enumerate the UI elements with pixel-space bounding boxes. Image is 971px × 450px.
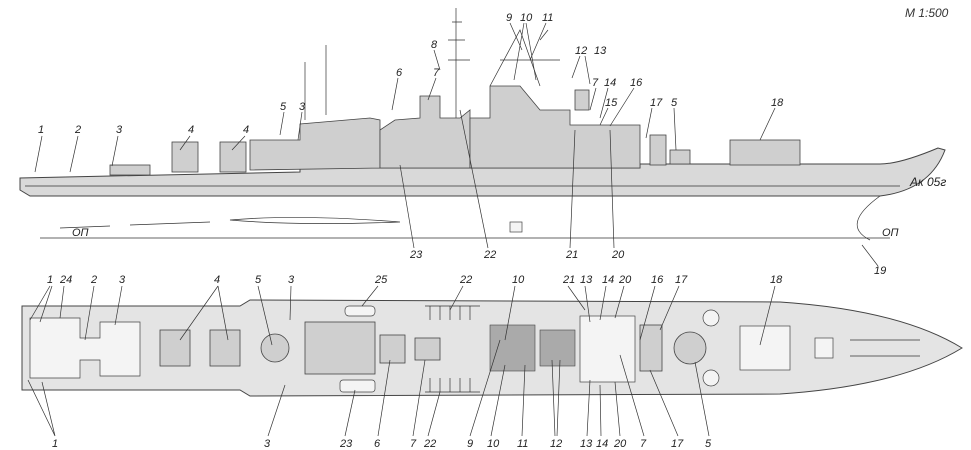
launcher-aft [109,164,151,176]
callout: 9 [467,438,473,450]
baseline-label-fwd: ОП [882,227,899,239]
callout: 20 [611,249,625,261]
mid-superstructure [379,95,471,169]
callout: 2 [90,274,97,286]
signature: Ак 05г [909,175,946,189]
callout: 3 [264,438,271,450]
callout: 7 [433,67,440,79]
callout: 5 [255,274,262,286]
fwd-superstructure [469,85,641,169]
plan-top-labels: 1 24 2 3 4 5 3 25 22 10 21 13 14 20 16 1… [29,274,783,346]
callout: 14 [604,77,616,89]
callout: 13 [580,274,593,286]
gun-4a [159,329,191,367]
anchor-gear [814,337,834,359]
helideck-2 [29,317,141,379]
radar-12-plan [539,329,576,367]
callout: 17 [675,274,688,286]
callout: 3 [288,274,295,286]
callout: 1 [47,274,53,286]
callout: 2 [74,124,81,136]
launcher-18-plan [739,325,791,371]
callout: 24 [59,274,72,286]
callout: 9 [506,12,512,24]
callout: 25 [374,274,388,286]
mast-radar-block [489,324,536,372]
callout: 15 [605,97,618,109]
callout: 11 [517,438,528,450]
sonar-dome [509,221,523,233]
callout: 4 [243,124,249,136]
launcher-17 [649,134,667,166]
callout: 18 [770,274,783,286]
callout: 1 [52,438,58,450]
director-7 [414,337,441,361]
callout: 13 [594,45,607,57]
callout: 1 [38,124,44,136]
gun-5-aft [260,333,290,363]
callout: 17 [671,438,684,450]
aft-superstructure [249,117,381,171]
callout: 4 [188,124,194,136]
launcher-17-plan [639,324,663,372]
radar-12 [574,89,590,111]
callout: 6 [374,438,381,450]
callout: 22 [459,274,472,286]
launcher-18 [729,139,801,166]
callout: 7 [410,438,417,450]
callout: 22 [423,438,436,450]
hull-side [19,147,946,197]
callout: 12 [550,438,562,450]
gun-mount-aft-1 [171,141,199,173]
callout: 21 [565,249,578,261]
callout: 5 [705,438,712,450]
side-view: ОП ОП Ак 05г [19,8,946,241]
callout: 18 [771,97,784,109]
callout: 10 [487,438,500,450]
bridge-deck [579,315,636,383]
boat-25 [344,305,376,317]
callout: 10 [520,12,533,24]
callout: 11 [542,12,553,24]
callout: 20 [613,438,627,450]
callout: 3 [119,274,126,286]
gun-4b [209,329,241,367]
gun-5-fwd-plan [673,331,707,365]
callout: 12 [575,45,587,57]
gun-mount-aft-2 [219,141,247,173]
callout: 7 [592,77,599,89]
callout: 14 [596,438,608,450]
director-6 [379,334,406,364]
callout: 5 [280,101,287,113]
side-view-labels: 1 2 3 4 4 5 3 6 7 8 9 10 11 12 13 7 14 1… [34,12,886,277]
callout: 19 [874,265,886,277]
launcher-block [304,321,376,375]
callout: 20 [618,274,632,286]
callout: 5 [671,97,678,109]
callout: 6 [396,67,403,79]
baseline-label-aft: ОП [72,227,89,239]
plan-view [21,299,963,397]
callout: 23 [409,249,423,261]
callout: 23 [339,438,353,450]
boat-23 [339,379,376,393]
callout: 3 [116,124,123,136]
callout: 21 [562,274,575,286]
scale-label: M 1:500 [905,6,949,20]
callout: 16 [630,77,643,89]
callout: 14 [602,274,614,286]
plan-bottom-labels: 1 3 23 6 7 22 9 10 11 12 13 14 20 7 17 5 [27,339,712,450]
callout: 4 [214,274,220,286]
gun-5-fwd [669,149,691,165]
callout: 8 [431,39,438,51]
callout: 3 [299,101,306,113]
callout: 16 [651,274,664,286]
callout: 17 [650,97,663,109]
callout: 22 [483,249,496,261]
callout: 13 [580,438,593,450]
callout: 10 [512,274,525,286]
callout: 7 [640,438,647,450]
